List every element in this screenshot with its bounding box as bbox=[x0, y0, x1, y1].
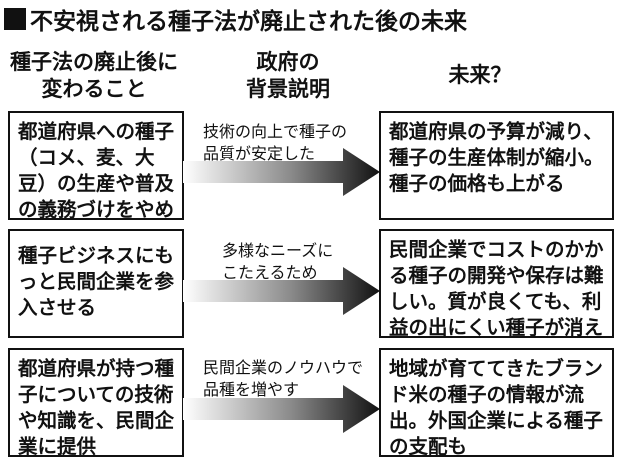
diagram-title: 不安視される種子法が廃止された後の未来 bbox=[4, 3, 467, 35]
reason-1-line2: 品質が安定した bbox=[203, 144, 316, 163]
future-box-1: 都道府県の予算が減り、種子の生産体制が縮小。種子の価格も上がる bbox=[379, 111, 614, 220]
title-text: 不安視される種子法が廃止された後の未来 bbox=[30, 9, 467, 35]
header-changes-line2: 変わること bbox=[41, 77, 147, 101]
header-changes: 種子法の廃止後に 変わること bbox=[8, 49, 180, 103]
reason-2-line2: こたえるため bbox=[222, 263, 318, 282]
header-background: 政府の 背景説明 bbox=[222, 49, 354, 103]
reason-1: 技術の向上で種子の 品質が安定した bbox=[203, 121, 347, 165]
reason-3-line1: 民間企業のノウハウで bbox=[203, 358, 364, 377]
title-square-icon bbox=[4, 8, 26, 30]
header-changes-line1: 種子法の廃止後に bbox=[10, 50, 178, 74]
reason-3-line2: 品種を増やす bbox=[203, 380, 300, 399]
header-background-line1: 政府の bbox=[256, 50, 320, 74]
reason-1-line1: 技術の向上で種子の bbox=[203, 122, 348, 141]
change-box-3: 都道府県が持つ種子についての技術や知識を、民間企業に提供 bbox=[8, 348, 184, 457]
future-box-2: 民間企業でコストのかかる種子の開発や保存は難しい。質が良くても、利益の出にくい種… bbox=[379, 229, 614, 338]
reason-2-line1: 多様なニーズに bbox=[222, 241, 334, 260]
header-background-line2: 背景説明 bbox=[246, 77, 330, 101]
change-box-2: 種子ビジネスにもっと民間企業を参入させる bbox=[8, 229, 184, 338]
reason-2: 多様なニーズに こたえるため bbox=[222, 240, 333, 284]
arrow-1 bbox=[183, 148, 380, 196]
arrow-3 bbox=[183, 385, 380, 433]
reason-3: 民間企業のノウハウで 品種を増やす bbox=[203, 357, 363, 401]
change-box-1: 都道府県への種子（コメ、麦、大豆）の生産や普及の義務づけをやめる bbox=[8, 111, 184, 220]
arrow-2 bbox=[183, 267, 380, 315]
header-future: 未来？ bbox=[448, 63, 512, 87]
future-box-3: 地域が育ててきたブランド米の種子の情報が流出。外国企業による種子の支配も bbox=[379, 348, 614, 457]
